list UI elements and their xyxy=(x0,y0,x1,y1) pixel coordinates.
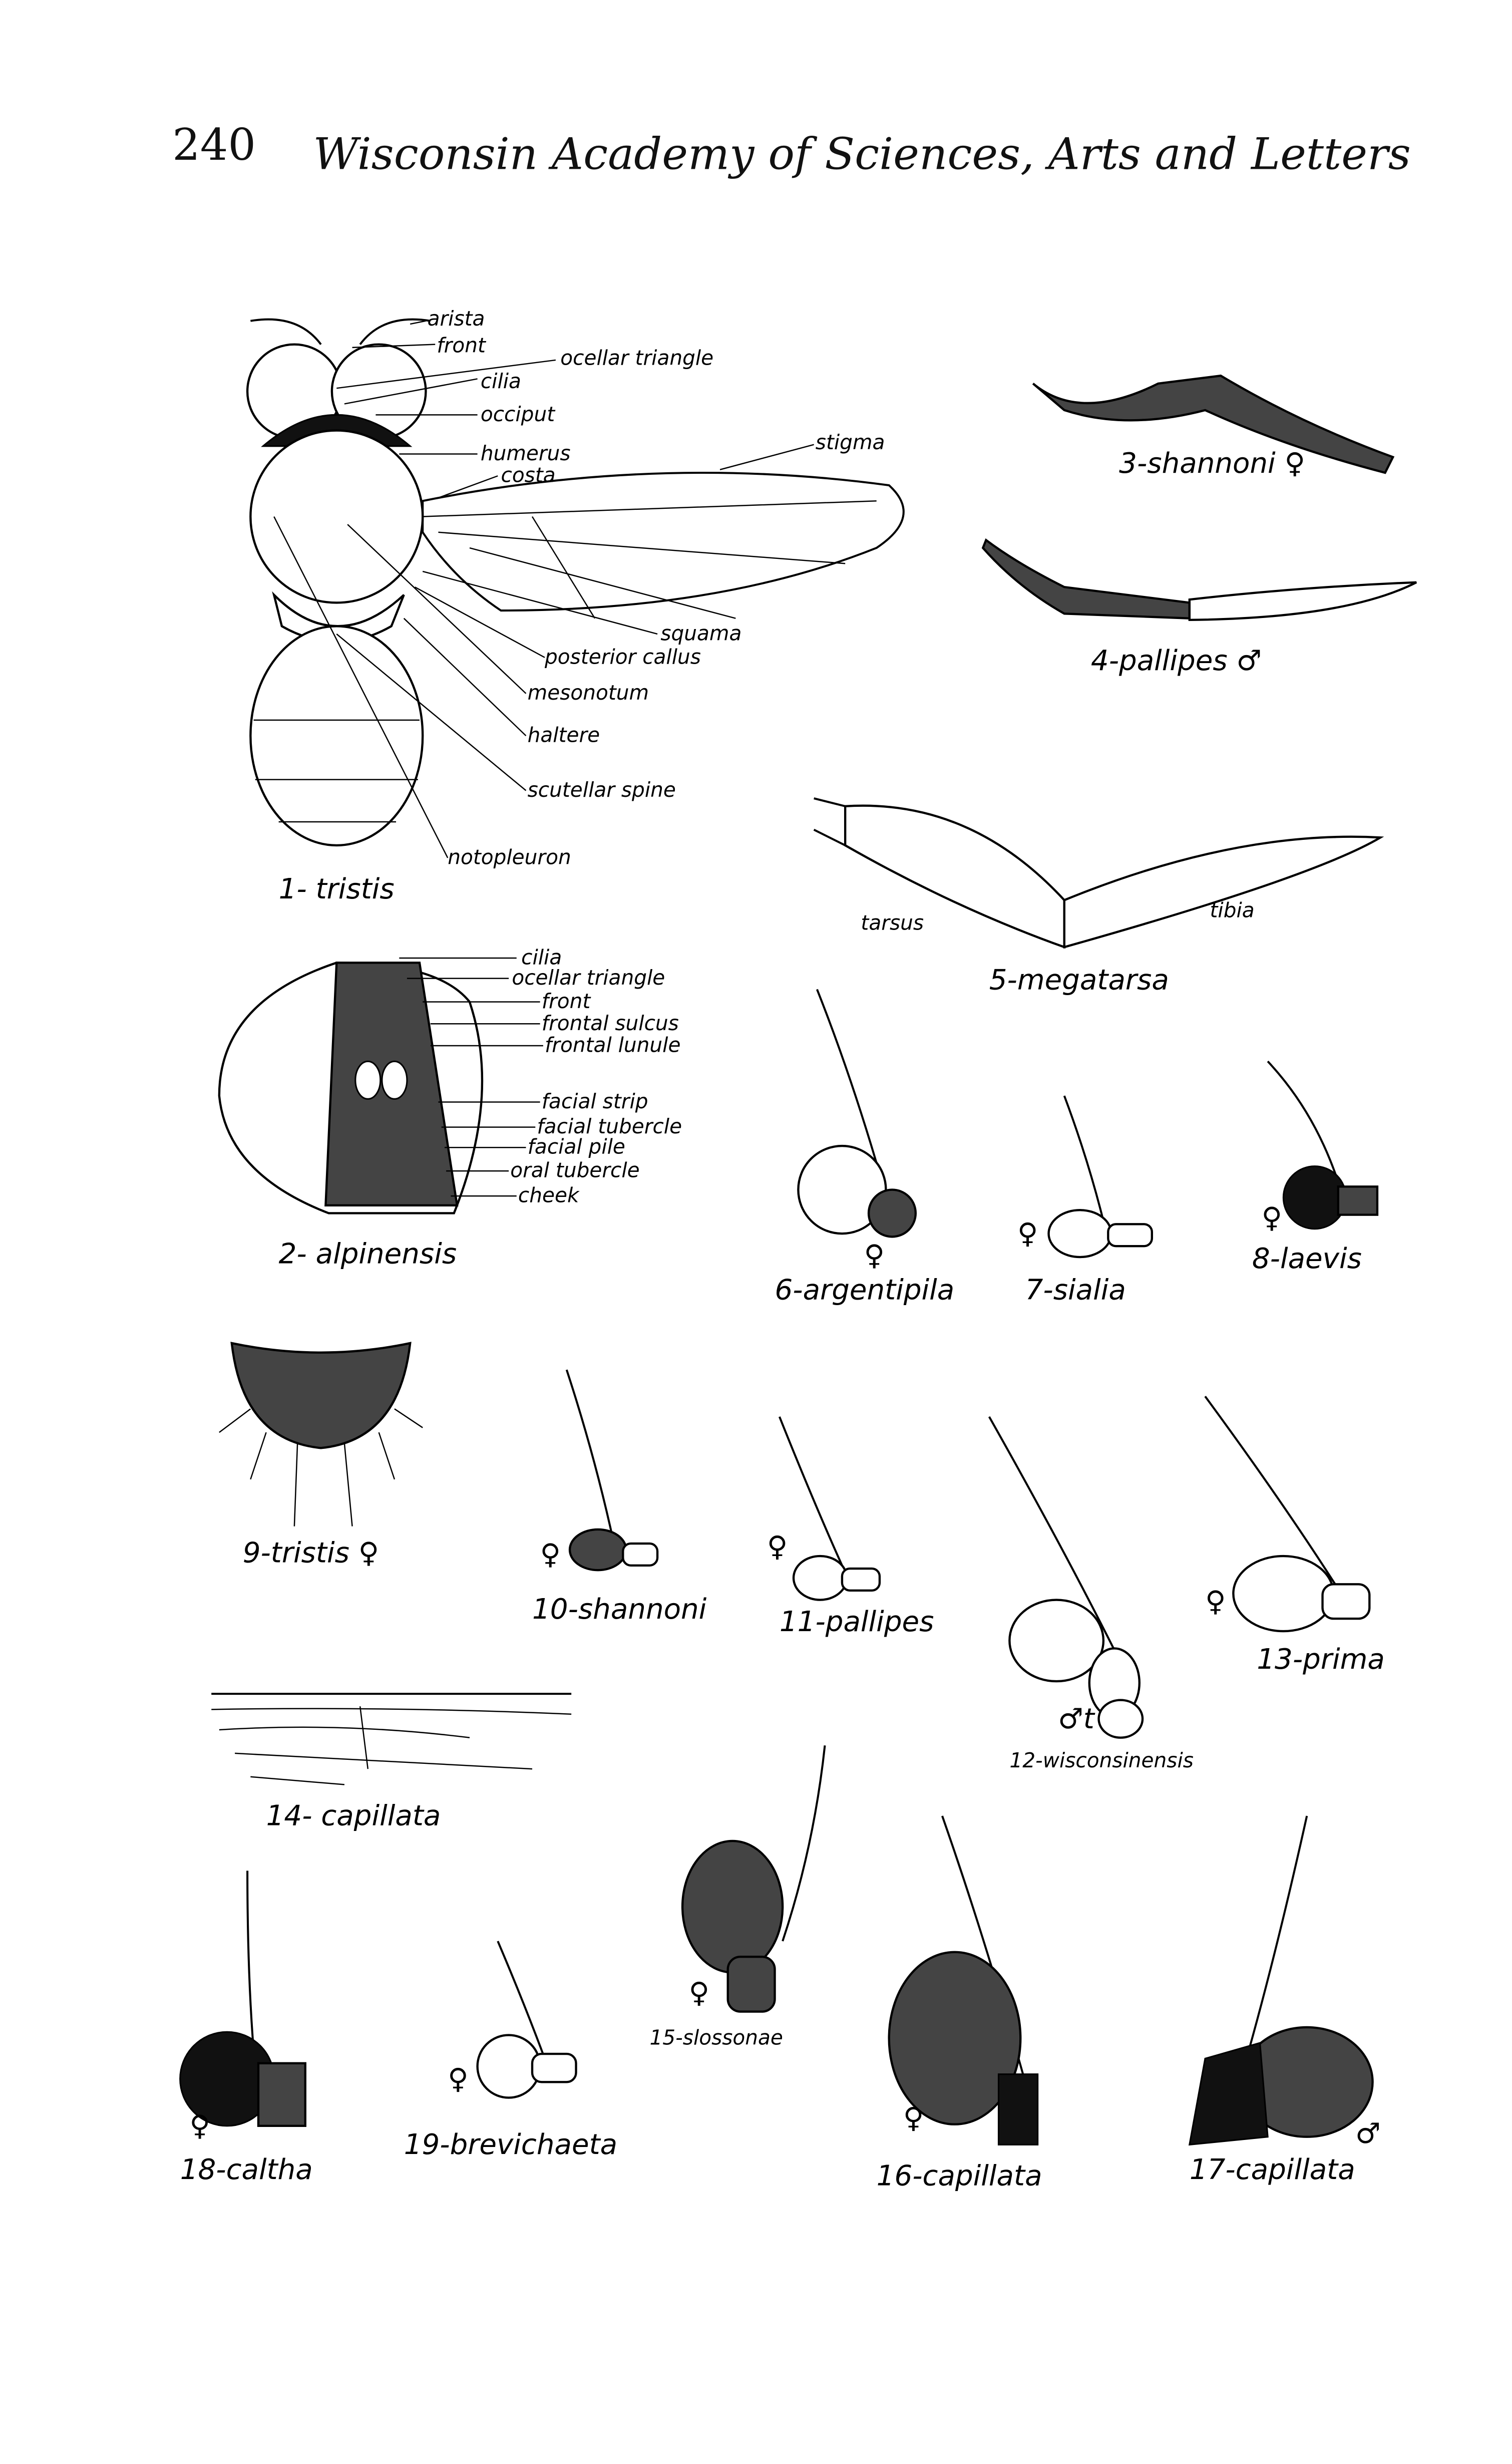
sex-symbol-fig-13: ♀ xyxy=(1205,1585,1226,1618)
caption-fig-4: 4-pallipes ♂ xyxy=(1091,645,1262,677)
sex-symbol-fig-6: ♀ xyxy=(864,1240,885,1272)
label-ocellar-triangle: ocellar triangle xyxy=(512,966,665,990)
sex-symbol-fig-11: ♀ xyxy=(767,1530,788,1563)
caption-fig-17: 17-capillata xyxy=(1190,2153,1355,2186)
figure-3-leg-drawing xyxy=(1032,374,1395,474)
caption-fig-6: 6-argentipila xyxy=(775,1274,955,1306)
figure-10-antenna-drawing xyxy=(565,1369,659,1572)
caption-fig-13: 13-prima xyxy=(1257,1643,1385,1676)
caption-fig-1: 1- tristis xyxy=(279,873,395,905)
running-title: Wisconsin Academy of Sciences, Arts and … xyxy=(313,129,1410,180)
sex-symbol-fig-17: ♂ xyxy=(1355,2117,1380,2150)
caption-fig-18: 18-caltha xyxy=(180,2153,313,2186)
label-facial-strip: facial strip xyxy=(542,1089,648,1113)
caption-fig-5: 5-megatarsa xyxy=(989,964,1169,997)
sex-symbol-fig-10: ♀ xyxy=(540,1538,561,1571)
label-tarsus: tarsus xyxy=(861,911,924,935)
figure-12-antenna-drawing xyxy=(988,1416,1144,1739)
label-mesonotum: mesonotum xyxy=(528,681,649,705)
caption-fig-8: 8-laevis xyxy=(1252,1243,1362,1275)
label-ocellar-triangle: ocellar triangle xyxy=(560,346,713,370)
sex-symbol-fig-7: ♀ xyxy=(1017,1217,1038,1250)
sex-symbol-fig-16: ♀ xyxy=(903,2102,924,2134)
sex-symbol-fig-19: ♀ xyxy=(448,2063,468,2095)
label-costa: costa xyxy=(501,463,555,487)
figure-17-antenna-drawing xyxy=(1188,1815,1374,2146)
label-humerus: humerus xyxy=(481,441,571,465)
label-facial-tubercle: facial tubercle xyxy=(537,1114,682,1138)
label-notopleuron: notopleuron xyxy=(448,845,571,869)
label-cilia: cilia xyxy=(481,369,521,393)
figure-15-antenna-drawing xyxy=(681,1745,826,2013)
label-front: front xyxy=(437,333,487,357)
figure-8-antenna-drawing xyxy=(1267,1060,1379,1230)
label-tibia: tibia xyxy=(1210,898,1254,922)
label-frontal-sulcus: frontal sulcus xyxy=(542,1011,679,1035)
figure-14-wing-detail-drawing xyxy=(211,1693,572,1785)
caption-fig-14: 14- capillata xyxy=(266,1800,441,1832)
caption-fig-2: 2- alpinensis xyxy=(279,1238,457,1271)
figure-9-scutellum-drawing xyxy=(219,1342,423,1526)
figure-5-megatarsa-drawing xyxy=(813,797,1384,949)
label-frontal-lunule: frontal lunule xyxy=(545,1033,680,1057)
figure-6-antenna-drawing xyxy=(797,989,917,1238)
figure-18-antenna-drawing xyxy=(179,1871,306,2127)
sex-symbol-fig-15: ♀ xyxy=(689,1977,709,2009)
label-oral-tubercle: oral tubercle xyxy=(510,1158,639,1182)
figure-1-fly-drawing xyxy=(246,318,905,858)
label-stigma: stigma xyxy=(816,430,885,454)
label-squama: squama xyxy=(660,621,741,645)
label-facial-pile: facial pile xyxy=(528,1135,625,1159)
figure-19-antenna-drawing xyxy=(476,1941,577,2099)
label-cheek: cheek xyxy=(518,1183,580,1207)
label-haltere: haltere xyxy=(528,723,600,747)
figure-1-labels: arista front ocellar triangle cilia occi… xyxy=(279,306,885,905)
figure-11-antenna-drawing xyxy=(779,1416,881,1601)
caption-fig-15: 15-slossonae xyxy=(649,2025,783,2049)
figure-2-head-drawing xyxy=(218,957,543,1214)
sex-symbol-fig-18: ♀ xyxy=(189,2110,210,2142)
label-scutellar-spine: scutellar spine xyxy=(528,778,676,802)
figure-4-leg-drawing xyxy=(981,538,1417,622)
page-number: 240 xyxy=(172,119,256,170)
label-arista: arista xyxy=(428,306,485,331)
label-front: front xyxy=(542,989,592,1013)
figure-2-labels: cilia ocellar triangle front frontal sul… xyxy=(279,945,682,1270)
caption-fig-16: 16-capillata xyxy=(877,2160,1042,2193)
caption-fig-12: 12-wisconsinensis xyxy=(1009,1748,1194,1772)
figure-16-antenna-drawing xyxy=(888,1815,1039,2145)
label-occiput: occiput xyxy=(481,402,556,426)
caption-fig-19: 19-brevichaeta xyxy=(404,2128,617,2161)
figure-13-antenna-drawing xyxy=(1204,1396,1371,1633)
label-posterior-callus: posterior callus xyxy=(544,645,701,669)
caption-fig-11: 11-pallipes xyxy=(780,1606,934,1638)
figure-7-antenna-drawing xyxy=(1047,1095,1154,1259)
label-cilia: cilia xyxy=(521,945,562,969)
sex-symbol-fig-8: ♀ xyxy=(1262,1202,1282,1235)
sex-symbol-fig-12: ♂t xyxy=(1058,1703,1095,1735)
caption-fig-7: 7-sialia xyxy=(1025,1274,1126,1306)
caption-fig-9: 9-tristis ♀ xyxy=(243,1537,379,1570)
caption-fig-10: 10-shannoni xyxy=(532,1593,707,1626)
caption-fig-3: 3-shannoni ♀ xyxy=(1119,447,1305,480)
